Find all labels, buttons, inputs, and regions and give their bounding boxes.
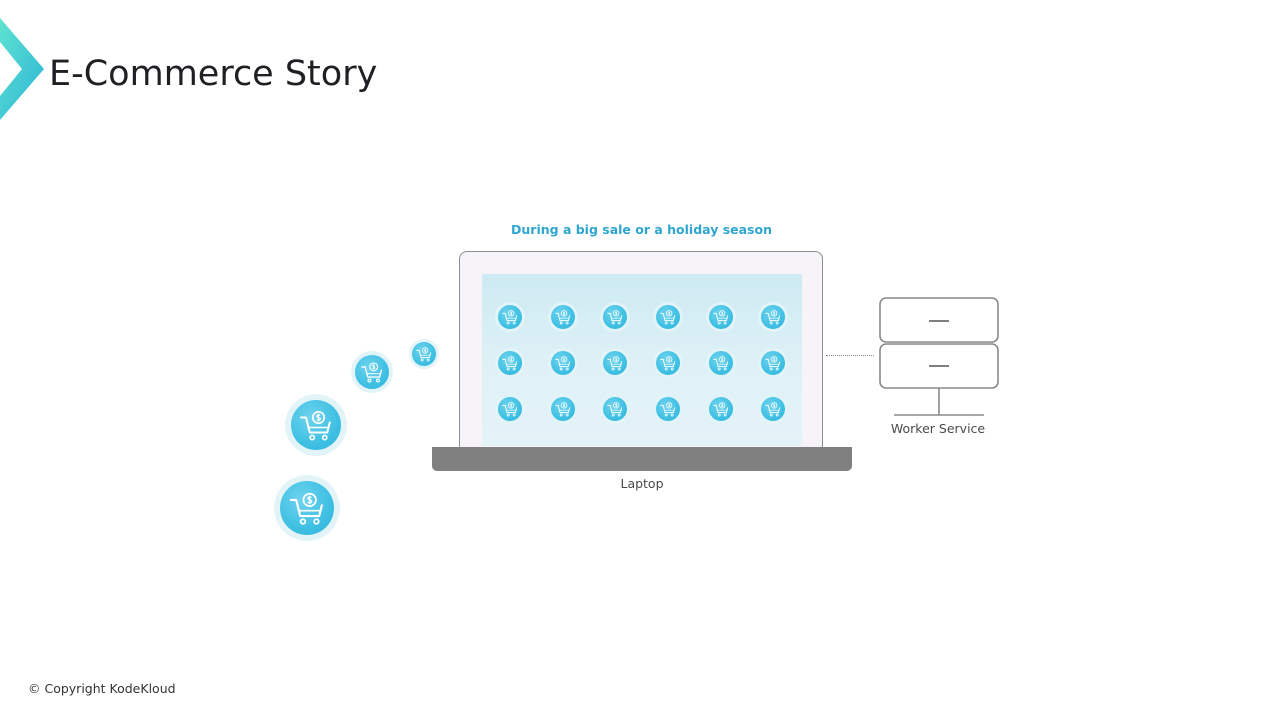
shopping-cart-icon: [274, 475, 340, 541]
server-icon: [879, 297, 999, 416]
shopping-cart-icon: [285, 394, 347, 456]
shopping-cart-icon: [706, 394, 736, 424]
shopping-cart-icon: [653, 348, 683, 378]
shopping-cart-icon: [409, 339, 439, 369]
laptop-base: [432, 447, 852, 471]
shopping-cart-icon: [600, 394, 630, 424]
laptop-label: Laptop: [620, 476, 664, 491]
shopping-cart-icon: [548, 394, 578, 424]
shopping-cart-icon: [706, 302, 736, 332]
diagram-caption: During a big sale or a holiday season: [511, 222, 772, 237]
shopping-cart-icon: [548, 302, 578, 332]
shopping-cart-icon: [758, 302, 788, 332]
brand-chevron-icon: [0, 18, 44, 120]
shopping-cart-icon: [600, 348, 630, 378]
laptop-server-connector: [826, 355, 874, 356]
shopping-cart-icon: [758, 348, 788, 378]
worker-service-label: Worker Service: [890, 421, 986, 436]
shopping-cart-icon: [495, 348, 525, 378]
shopping-cart-icon: [495, 394, 525, 424]
copyright-notice: © Copyright KodeKloud: [28, 681, 176, 696]
shopping-cart-icon: [653, 394, 683, 424]
shopping-cart-icon: [600, 302, 630, 332]
laptop-screen: [482, 274, 802, 446]
shopping-cart-icon: [653, 302, 683, 332]
shopping-cart-icon: [495, 302, 525, 332]
shopping-cart-icon: [758, 394, 788, 424]
shopping-cart-icon: [706, 348, 736, 378]
shopping-cart-icon: [351, 351, 393, 393]
shopping-cart-icon: [548, 348, 578, 378]
page-title: E-Commerce Story: [49, 54, 378, 94]
